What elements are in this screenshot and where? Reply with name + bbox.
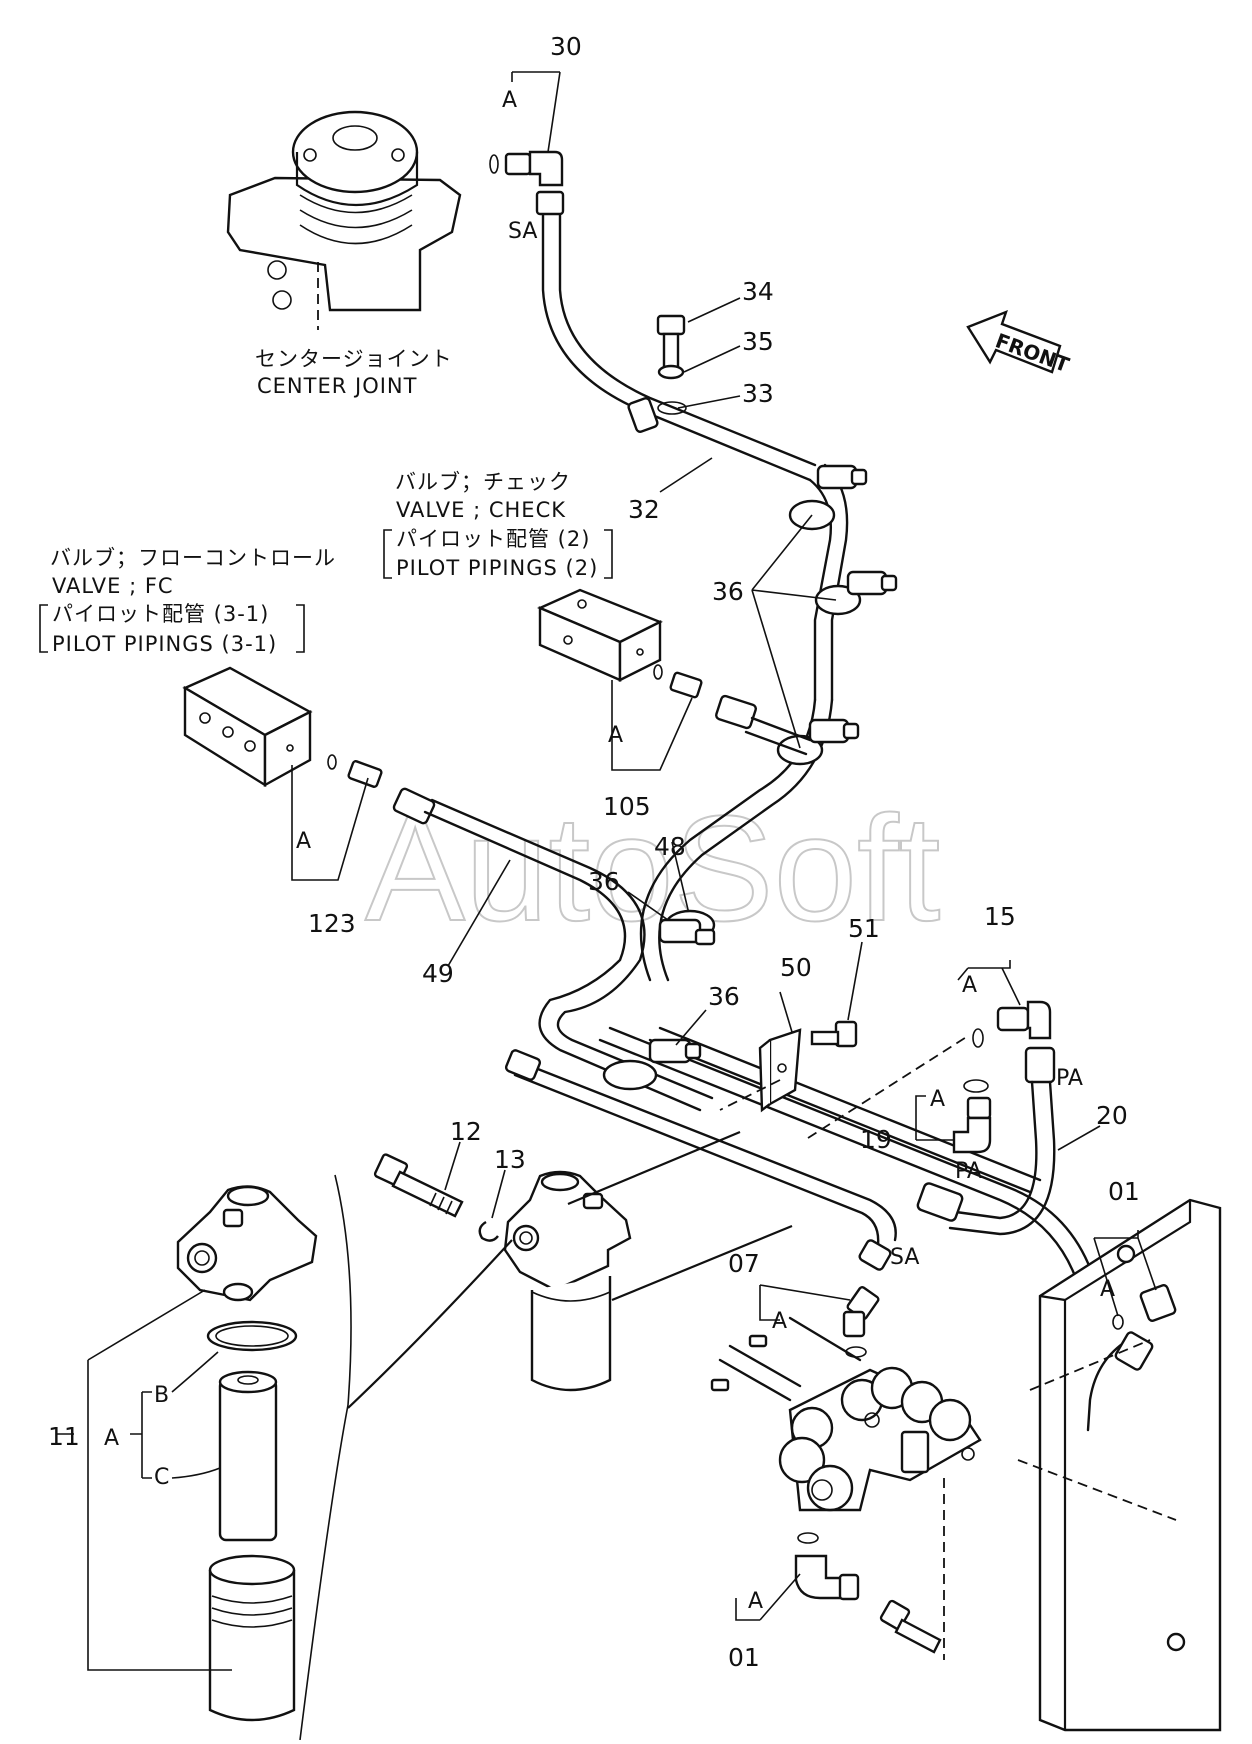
- filter-assembly-middle: [503, 1170, 632, 1392]
- callout-20: 20: [1096, 1101, 1128, 1130]
- callout-12: 12: [450, 1117, 482, 1146]
- fc-valve-label-en: VALVE ; FC: [52, 574, 174, 598]
- elbow-fitting-30: [489, 150, 565, 216]
- letter-a-11: A: [104, 1426, 119, 1451]
- letter-a-19: A: [930, 1087, 945, 1112]
- clip-36-bottom: [602, 1038, 702, 1091]
- mounting-plate: [1038, 1198, 1222, 1732]
- callout-32: 32: [628, 495, 660, 524]
- callout-19: 19: [860, 1125, 892, 1154]
- letter-a-07: A: [772, 1309, 787, 1334]
- callout-33: 33: [742, 379, 774, 408]
- pilot-hose-49: [423, 798, 714, 1112]
- clamp-33: [627, 397, 687, 433]
- letter-a-15: A: [962, 973, 977, 998]
- callout-36-c: 36: [708, 982, 740, 1011]
- center-joint-label-jp: センタージョイント: [255, 347, 453, 371]
- bracket-50: [758, 1028, 802, 1113]
- fitting-123: [347, 760, 436, 825]
- callout-34: 34: [742, 277, 774, 306]
- callout-49: 49: [422, 959, 454, 988]
- callout-13: 13: [494, 1145, 526, 1174]
- callout-01-right: 01: [1108, 1177, 1140, 1206]
- washer-35: [657, 364, 685, 380]
- elbow-01-bottom: [794, 1532, 860, 1601]
- callout-36-a: 36: [712, 577, 744, 606]
- check-valve-label-en: VALVE ; CHECK: [396, 498, 566, 522]
- callout-105: 105: [603, 792, 651, 821]
- fitting-105: [669, 671, 812, 756]
- bolt-12: [373, 1153, 464, 1218]
- check-valve-sub-en: PILOT PIPINGS (2): [396, 556, 598, 580]
- front-arrow-icon: FRONT: [966, 309, 1073, 377]
- clip-36-mid: [814, 570, 898, 616]
- letter-a-01-bottom: A: [748, 1589, 763, 1614]
- fitting-sa-mid: [858, 1239, 892, 1271]
- callout-51: 51: [848, 914, 880, 943]
- callout-15: 15: [984, 902, 1016, 931]
- letter-a-123: A: [296, 829, 311, 854]
- letter-sa-mid: SA: [890, 1245, 919, 1270]
- callout-07: 07: [728, 1249, 760, 1278]
- fc-valve-block: [182, 666, 313, 788]
- elbow-15: [972, 1000, 1052, 1048]
- callout-11: 11: [48, 1422, 80, 1451]
- elbow-19: [952, 1079, 992, 1154]
- callout-36-b: 36: [588, 867, 620, 896]
- letter-a-30: A: [502, 88, 517, 113]
- callout-01-bottom: 01: [728, 1643, 760, 1672]
- snap-ring-13: [478, 1220, 499, 1242]
- check-valve-label-jp: バルブ；チェック: [395, 470, 571, 494]
- callout-50: 50: [780, 953, 812, 982]
- clip-36-lower: [658, 909, 716, 946]
- fc-valve-sub-jp: パイロット配管 (3-1): [52, 602, 269, 626]
- callout-35: 35: [742, 327, 774, 356]
- center-joint: [226, 110, 462, 330]
- letter-a-01-right: A: [1100, 1277, 1115, 1302]
- letter-b-11: B: [154, 1383, 169, 1408]
- callout-48: 48: [654, 832, 686, 861]
- hose-20: [916, 1046, 1056, 1236]
- letter-sa-top: SA: [508, 219, 537, 244]
- letter-c-11: C: [154, 1465, 169, 1490]
- check-valve-block: [537, 588, 663, 682]
- callout-30: 30: [550, 32, 582, 61]
- bolt-34: [656, 314, 686, 370]
- filter-exploded: [176, 1185, 318, 1722]
- fc-valve-sub-en: PILOT PIPINGS (3-1): [52, 632, 277, 656]
- bolt-bottom: [879, 1599, 942, 1654]
- pilot-valve-block: [710, 1316, 982, 1512]
- fc-valve-label-jp: バルブ；フローコントロール: [50, 546, 336, 570]
- callout-123: 123: [308, 909, 356, 938]
- elbow-01-right: [1086, 1284, 1177, 1432]
- letter-pa-top: PA: [1056, 1066, 1083, 1091]
- letter-a-105: A: [608, 723, 623, 748]
- clip-36-low: [776, 718, 860, 766]
- check-valve-sub-jp: パイロット配管 (2): [396, 527, 590, 551]
- letter-pa-mid: PA: [955, 1159, 982, 1184]
- elbow-07: [842, 1286, 880, 1358]
- center-joint-label-en: CENTER JOINT: [257, 374, 417, 398]
- bolt-51: [810, 1020, 858, 1048]
